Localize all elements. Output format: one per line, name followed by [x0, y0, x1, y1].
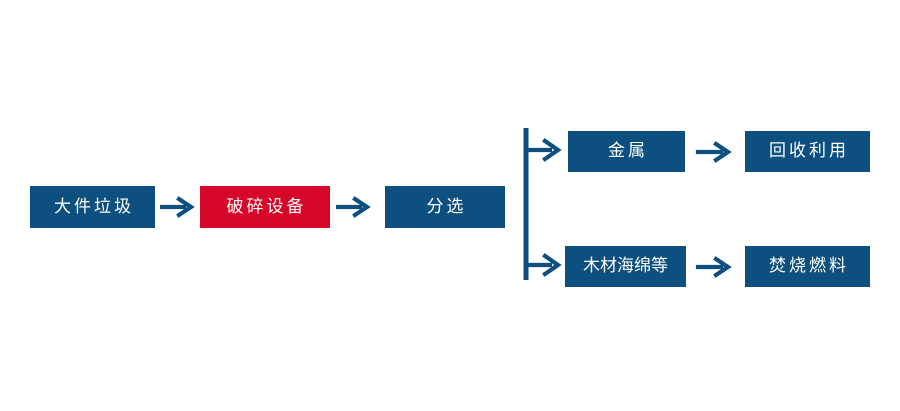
arrow-right-icon [160, 193, 198, 221]
node-incineration-fuel: 焚烧燃料 [745, 246, 870, 287]
arrow-right-icon [694, 253, 738, 281]
branch-split-icon [522, 128, 568, 280]
node-metal: 金属 [568, 131, 685, 172]
node-crushing-equipment: 破碎设备 [200, 186, 330, 228]
node-bulky-waste: 大件垃圾 [30, 186, 155, 228]
arrow-right-icon [336, 193, 374, 221]
arrow-right-icon [694, 138, 738, 166]
node-recycling-reuse: 回收利用 [745, 131, 870, 172]
node-wood-sponge-etc: 木材海绵等 [565, 246, 686, 287]
node-sorting: 分选 [385, 186, 505, 228]
